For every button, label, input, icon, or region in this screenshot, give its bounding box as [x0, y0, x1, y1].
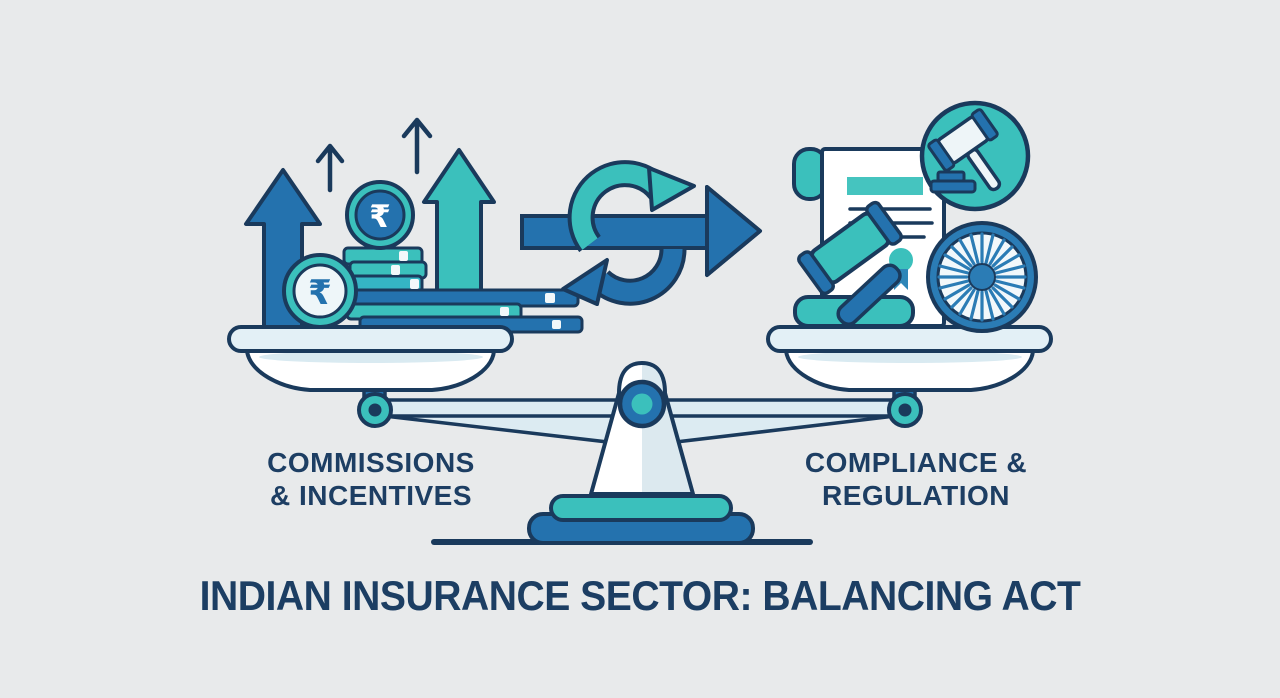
rupee-coin-stack-icon	[340, 246, 584, 334]
beam-joints	[357, 392, 923, 428]
rupee-coin-icon: ₹	[345, 180, 415, 250]
right-pan-label-line1: COMPLIANCE &	[804, 447, 1028, 478]
left-pan-label-line1: COMMISSIONS	[267, 447, 475, 478]
right-pan-contents	[792, 147, 946, 328]
right-pan	[766, 325, 1053, 410]
left-pan-label-line2: & INCENTIVES	[269, 480, 473, 511]
gavel-badge-icon	[919, 100, 1031, 212]
right-pan-label: COMPLIANCE & REGULATION	[766, 446, 1066, 512]
scale-base	[527, 494, 755, 545]
rupee-symbol: ₹	[369, 199, 391, 235]
rupee-symbol: ₹	[308, 273, 332, 313]
cycle-arc-teal	[567, 160, 696, 253]
trend-up-arrow-icon	[315, 117, 433, 193]
transition-exchange-arrow-icon	[520, 160, 762, 306]
gavel-icon	[797, 200, 903, 326]
scroll-highlight-bar	[847, 177, 923, 195]
rupee-coin-icon: ₹	[282, 253, 358, 329]
ashoka-chakra-icon	[926, 221, 1038, 333]
scale-pivot	[589, 361, 695, 496]
cycle-arc-blue	[561, 248, 687, 306]
main-title: INDIAN INSURANCE SECTOR: BALANCING ACT	[199, 572, 1081, 619]
right-pan-label-line2: REGULATION	[821, 480, 1011, 511]
left-pan-label: COMMISSIONS & INCENTIVES	[221, 446, 521, 512]
